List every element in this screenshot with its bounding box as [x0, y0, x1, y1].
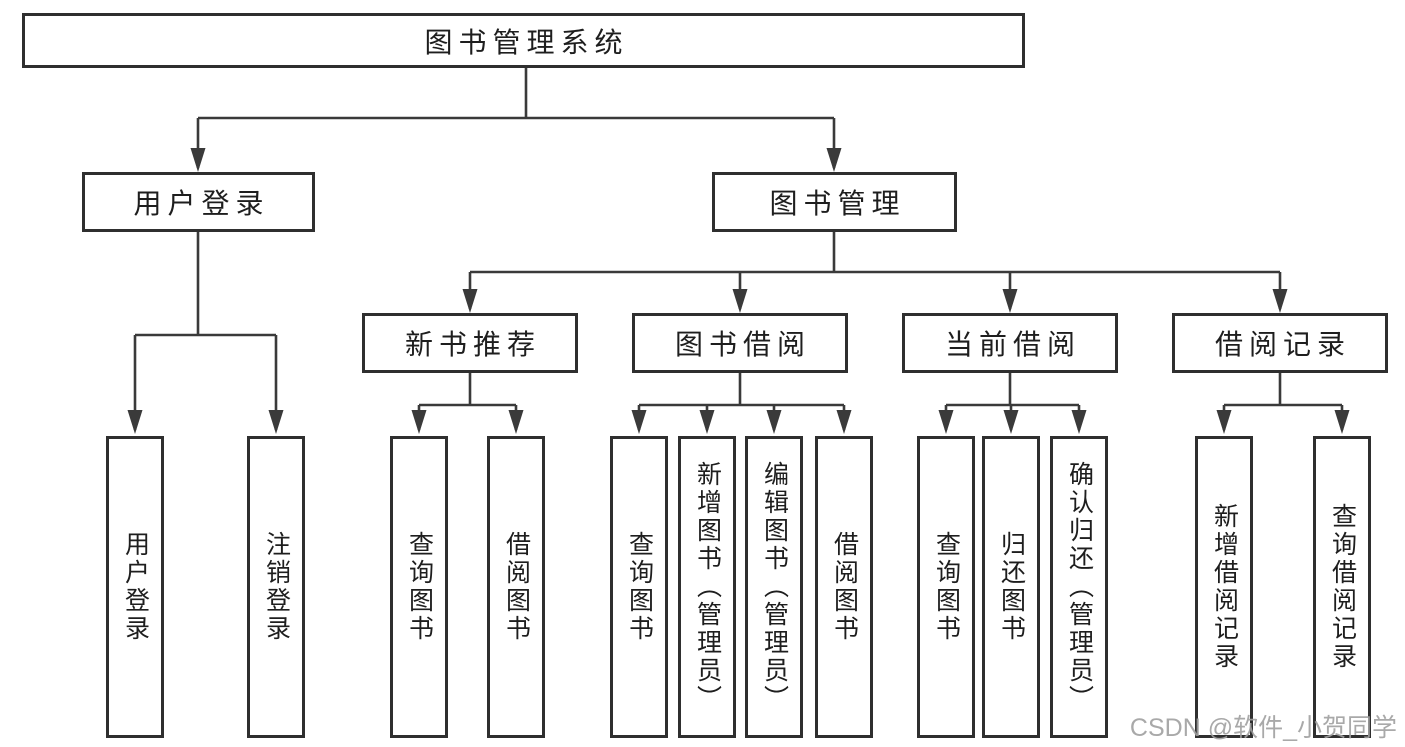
node-label: 查询图书: [405, 531, 434, 643]
leaf-user-login: 用户登录: [106, 436, 164, 738]
node-user-login: 用户登录: [82, 172, 315, 232]
node-label: 编辑图书（管理员）: [760, 461, 789, 713]
leaf-query-books-recommend: 查询图书: [390, 436, 448, 738]
node-label: 查询借阅记录: [1328, 503, 1357, 671]
node-label: 用户登录: [133, 188, 270, 219]
node-label: 查询图书: [932, 531, 961, 643]
leaf-borrow-books: 借阅图书: [815, 436, 873, 738]
node-label: 新增借阅记录: [1210, 503, 1239, 671]
node-new-book-recommend: 新书推荐: [362, 313, 578, 373]
node-label: 借阅记录: [1214, 329, 1351, 360]
leaf-edit-books-admin: 编辑图书（管理员）: [745, 436, 803, 738]
node-current-borrowing: 当前借阅: [902, 313, 1118, 373]
node-label: 图书管理系统: [424, 26, 629, 58]
csdn-watermark: CSDN @软件_小贺同学: [1129, 714, 1397, 742]
leaf-logout: 注销登录: [247, 436, 305, 738]
node-label: 图书借阅: [674, 329, 811, 360]
node-borrowing-records: 借阅记录: [1172, 313, 1388, 373]
node-label: 用户登录: [121, 531, 150, 643]
leaf-confirm-return-admin: 确认归还（管理员）: [1050, 436, 1108, 738]
leaf-query-borrow-record: 查询借阅记录: [1313, 436, 1371, 738]
node-label: 借阅图书: [830, 531, 859, 643]
leaf-return-books: 归还图书: [982, 436, 1040, 738]
node-book-borrowing: 图书借阅: [632, 313, 848, 373]
node-label: 借阅图书: [502, 531, 531, 643]
node-label: 新书推荐: [404, 329, 541, 360]
leaf-borrow-books-recommend: 借阅图书: [487, 436, 545, 738]
node-label: 当前借阅: [944, 329, 1081, 360]
leaf-query-books-borrowing: 查询图书: [610, 436, 668, 738]
leaf-add-borrow-record: 新增借阅记录: [1195, 436, 1253, 738]
node-label: 图书管理: [769, 188, 906, 219]
node-label: 归还图书: [997, 531, 1026, 643]
node-label: 新增图书（管理员）: [693, 461, 722, 713]
node-book-management: 图书管理: [712, 172, 957, 232]
node-library-management-system: 图书管理系统: [22, 13, 1025, 68]
node-label: 查询图书: [625, 531, 654, 643]
leaf-query-books-current: 查询图书: [917, 436, 975, 738]
node-label: 确认归还（管理员）: [1065, 461, 1094, 713]
node-label: 注销登录: [262, 531, 291, 643]
leaf-add-books-admin: 新增图书（管理员）: [678, 436, 736, 738]
